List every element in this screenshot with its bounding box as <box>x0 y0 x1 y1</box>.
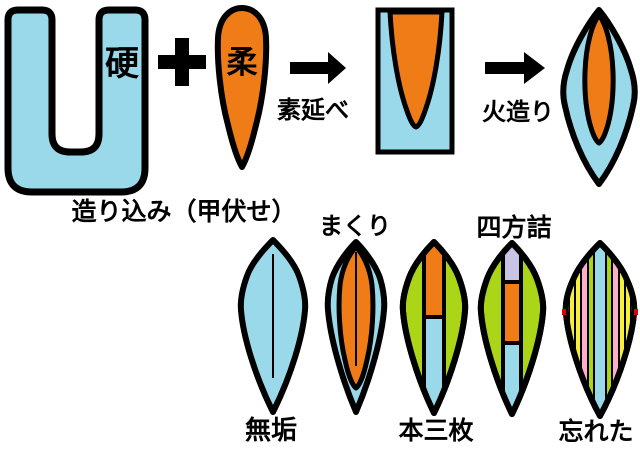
construction-makuri: まくり <box>319 212 391 415</box>
teardrop-shape <box>214 5 270 170</box>
core-segment <box>501 280 523 345</box>
construction-muku: 無垢 <box>237 237 309 446</box>
red-dot-right <box>634 309 638 315</box>
blade-outline-overlay <box>399 239 469 416</box>
hizukuri-step: 火造り <box>482 52 554 126</box>
sunobe-step: 素延べ <box>277 52 349 124</box>
blade-outline-overlay <box>477 240 547 417</box>
stripe-yellow <box>570 243 574 416</box>
arrow-right-icon <box>290 52 346 84</box>
shihozume-label: 四方詰 <box>476 213 551 242</box>
honsanmai-label: 本三枚 <box>398 416 473 445</box>
sunobe-label: 素延べ <box>277 96 349 124</box>
soft-core-billet: 柔 <box>214 5 270 170</box>
stripe-green <box>589 243 593 416</box>
kabuse-u-billet: 硬 <box>4 6 149 196</box>
blade-outline-overlay <box>562 240 638 419</box>
plus-icon <box>158 38 206 86</box>
makuri-label: まくり <box>319 212 391 240</box>
stripe-green <box>607 243 611 416</box>
stripe-pink <box>582 243 587 416</box>
stripe-yellow <box>626 243 630 416</box>
core-v-shape <box>387 9 445 130</box>
construction-shihozume: 四方詰 <box>476 213 552 417</box>
plus-vertical-bar <box>175 38 189 86</box>
hizukuri-label: 火造り <box>482 98 554 126</box>
blade-core <box>582 12 616 146</box>
red-dot-left <box>562 309 566 315</box>
u-shape <box>4 6 149 196</box>
sunobe-billet <box>375 7 455 155</box>
wasureta-label: 忘れた <box>558 417 633 446</box>
stripe-yellow <box>620 243 624 416</box>
stripe-yellow <box>576 243 580 416</box>
tsukurikomi-caption: 造り込み（甲伏せ） <box>71 197 296 226</box>
stripe-group <box>566 243 634 416</box>
soft-steel-label: 柔 <box>227 45 258 81</box>
core-back-segment <box>422 315 446 413</box>
stripe-center-blue <box>595 243 605 416</box>
muku-label: 無垢 <box>245 416 297 446</box>
construction-wasureta: 忘れた <box>558 240 638 446</box>
arrow-right-icon <box>485 52 545 84</box>
hizukuri-blade-section <box>560 7 638 187</box>
stripe-pink <box>613 243 618 416</box>
construction-honsanmai: 本三枚 <box>398 239 474 445</box>
hard-steel-label: 硬 <box>105 44 139 84</box>
edge-segment <box>501 341 523 414</box>
